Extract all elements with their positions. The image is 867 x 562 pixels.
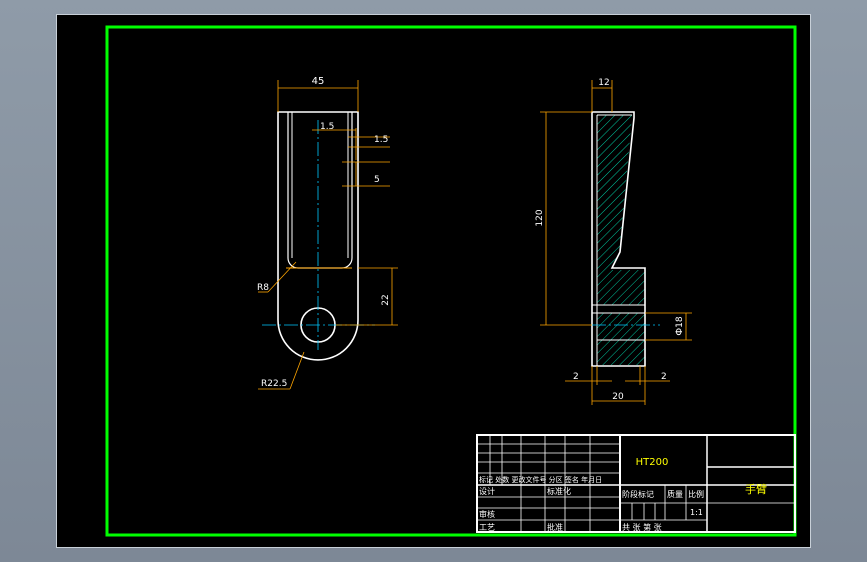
- front-dim-wall: 1.5: [320, 122, 334, 132]
- front-view: 45 1.5 1.5 5 R8 22 R22.5: [257, 76, 398, 390]
- standardize-label: 标准化: [547, 486, 571, 496]
- process-label: 工艺: [479, 523, 495, 532]
- side-view: 12 120 Ф18 2 2 20: [535, 78, 692, 405]
- title-block-text: HT200 手臂 标记 处数 更改文件号 分区 签名 年月日 设计 标准化 阶段…: [479, 457, 767, 532]
- side-dim-left: 2: [573, 372, 579, 382]
- side-dim-height: 120: [535, 209, 545, 226]
- title-block: [476, 434, 796, 533]
- front-dim-wall-2: 1.5: [374, 135, 388, 145]
- drawing-viewport[interactable]: [56, 14, 811, 548]
- header-row: 标记 处数 更改文件号 分区 签名 年月日: [479, 475, 602, 484]
- material-label: HT200: [636, 457, 669, 468]
- stage-label: 阶段标记: [622, 489, 654, 499]
- front-inner-channel: [287, 112, 353, 269]
- front-dim-radius-outer: R22.5: [261, 379, 287, 389]
- front-outline: [277, 111, 359, 361]
- mass-label: 质量: [667, 489, 683, 499]
- drawing-frame: [105, 25, 797, 537]
- front-dim-slot: 5: [374, 175, 380, 185]
- side-outline: [591, 111, 646, 367]
- side-dim-bottom: 20: [612, 392, 624, 402]
- front-dim-radius-inner: R8: [257, 283, 269, 293]
- sheet-label: 共 张 第 张: [622, 522, 662, 532]
- side-dim-right: 2: [661, 372, 667, 382]
- side-section-hatch: [597, 115, 645, 305]
- part-name: 手臂: [745, 482, 767, 496]
- scale-label: 比例: [688, 489, 704, 499]
- approve-label: 批准: [547, 522, 563, 532]
- front-dim-offset: 22: [381, 294, 391, 305]
- front-dim-width: 45: [312, 76, 325, 87]
- scale-value: 1:1: [690, 508, 703, 517]
- designer-label: 设计: [479, 486, 495, 496]
- side-dim-bore: Ф18: [675, 316, 685, 335]
- review-label: 审核: [479, 509, 495, 519]
- side-dim-top: 12: [598, 78, 609, 88]
